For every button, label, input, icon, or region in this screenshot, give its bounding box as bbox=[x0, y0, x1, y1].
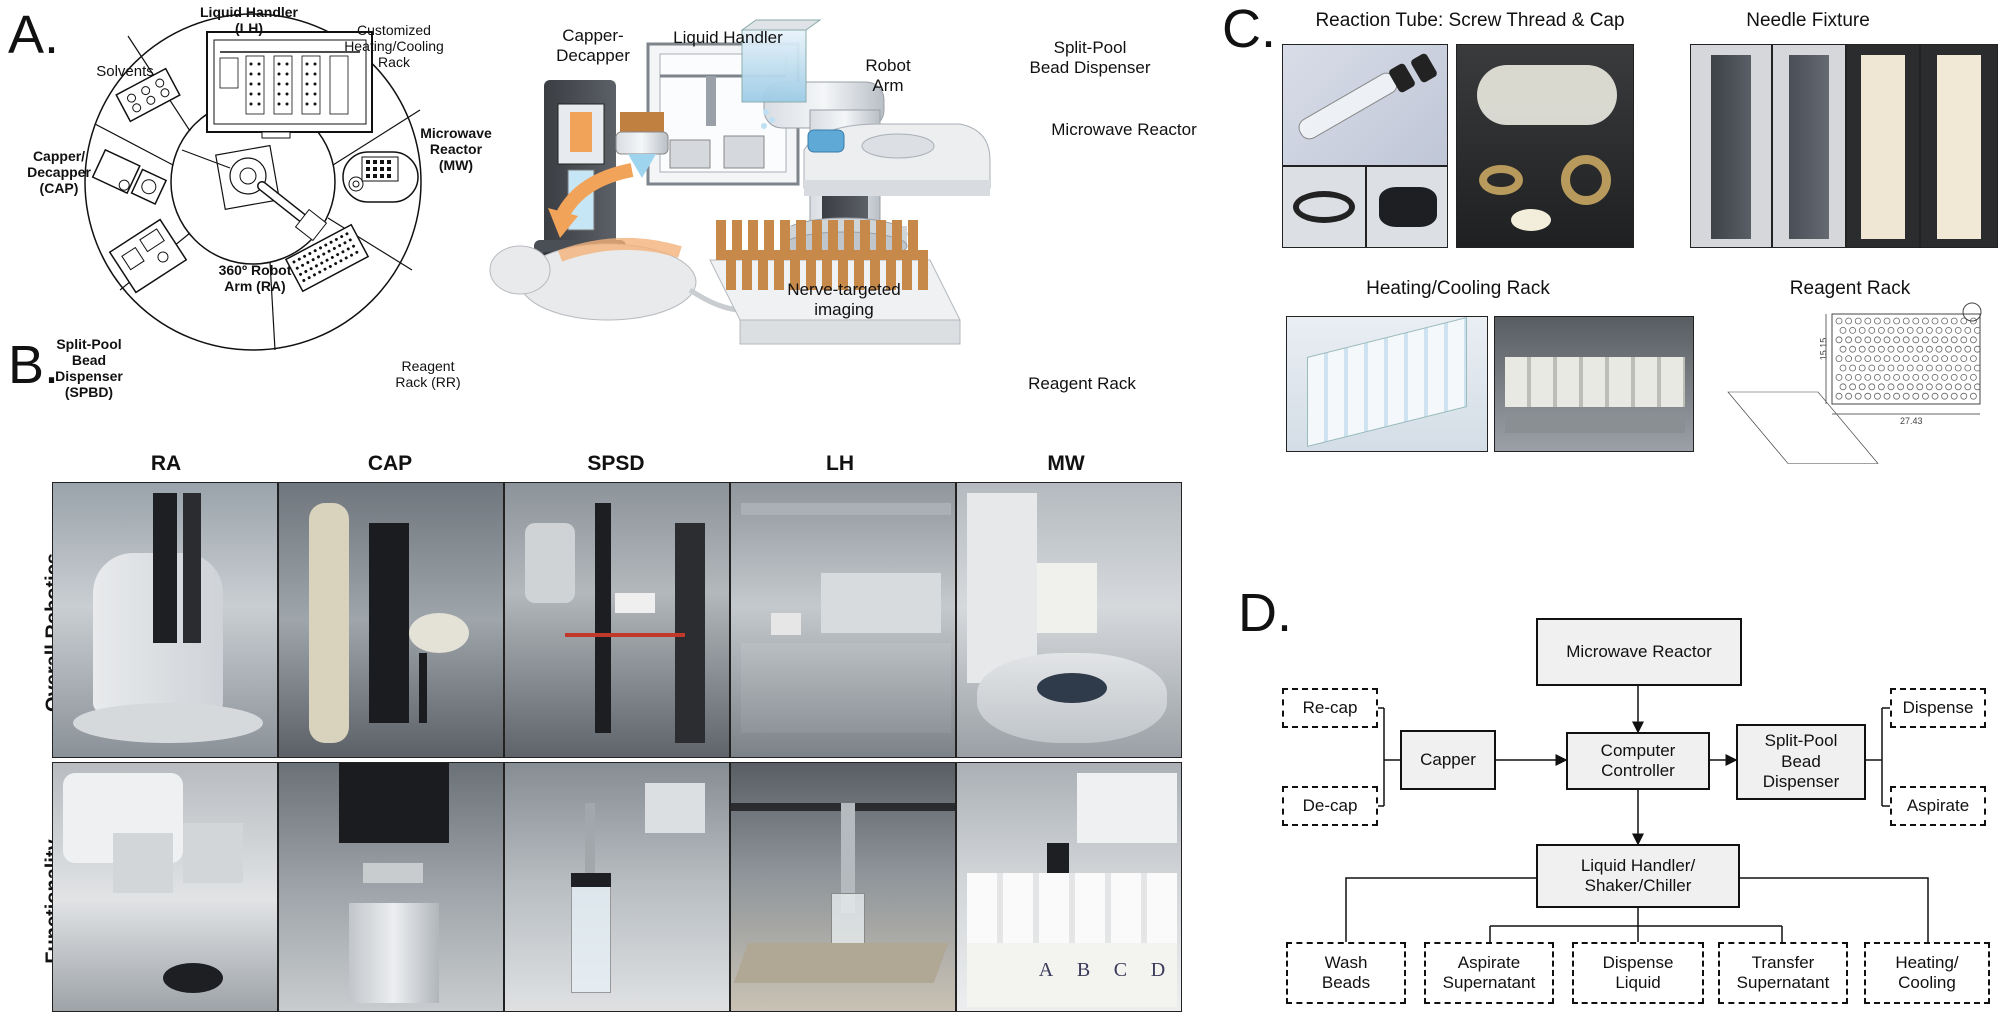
node-aspirate-supernatant: Aspirate Supernatant bbox=[1424, 942, 1554, 1004]
render-cap-ring bbox=[1282, 166, 1366, 248]
node-decap: De-cap bbox=[1282, 786, 1378, 826]
render-cap-thread bbox=[1366, 166, 1448, 248]
photo-needle-fixture-b bbox=[1920, 44, 1998, 248]
node-capper: Capper bbox=[1400, 730, 1496, 790]
title-heating-rack: Heating/Cooling Rack bbox=[1366, 278, 1550, 299]
node-liquid-handler: Liquid Handler/ Shaker/Chiller bbox=[1536, 844, 1740, 908]
node-aspirate: Aspirate bbox=[1890, 786, 1986, 826]
wheel-label-mw: Microwave Reactor (MW) bbox=[420, 125, 492, 174]
node-microwave-reactor: Microwave Reactor bbox=[1536, 618, 1742, 686]
photo-heating-rack bbox=[1494, 316, 1694, 452]
wheel-label-rr: Reagent Rack (RR) bbox=[395, 358, 461, 391]
panel-label-b: B. bbox=[8, 335, 60, 395]
illustration-label-reagent-rack: Reagent Rack bbox=[1028, 374, 1136, 393]
rack-letter-d: D bbox=[1150, 959, 1166, 981]
photo-reaction-tube bbox=[1456, 44, 1634, 248]
photo-cap-overall bbox=[278, 482, 504, 758]
illustration-label-bead-dispenser: Split-Pool Bead Dispenser bbox=[1029, 38, 1151, 77]
illustration-label-microwave: Microwave Reactor bbox=[1051, 120, 1197, 139]
rack-letter-c: C bbox=[1113, 959, 1128, 981]
photo-mw-overall bbox=[956, 482, 1182, 758]
photo-ra-functionality bbox=[52, 762, 278, 1012]
node-heating-cooling: Heating/ Cooling bbox=[1864, 942, 1990, 1004]
illustration-label-capper: Capper- Decapper bbox=[556, 26, 630, 65]
photo-ra-overall bbox=[52, 482, 278, 758]
wheel-label-lh: Liquid Handler (LH) bbox=[200, 4, 298, 37]
robot-layout-diagram bbox=[84, 13, 422, 351]
reagent-rack-drawing bbox=[1727, 302, 1982, 464]
dim-width: 27.43 bbox=[1900, 416, 1923, 426]
wheel-label-solvents: Solvents bbox=[96, 63, 154, 80]
column-header-ra: RA bbox=[150, 452, 182, 475]
rack-letter-b: B bbox=[1076, 959, 1091, 981]
column-header-lh: LH bbox=[826, 452, 854, 475]
node-bead-dispenser: Split-Pool Bead Dispenser bbox=[1736, 724, 1866, 800]
column-header-spsd: SPSD bbox=[587, 452, 645, 475]
node-dispense: Dispense bbox=[1890, 688, 1986, 728]
illustration-label-liquid-handler: Liquid Handler bbox=[673, 28, 783, 47]
node-transfer-supernatant: Transfer Supernatant bbox=[1718, 942, 1848, 1004]
illustration-label-imaging: Nerve-targeted imaging bbox=[787, 280, 901, 319]
panel-label-d: D. bbox=[1238, 583, 1292, 643]
wheel-label-ra: 360º Robot Arm (RA) bbox=[218, 262, 292, 295]
rack-letter-a: A bbox=[1038, 959, 1054, 981]
photo-needle-fixture-a bbox=[1846, 44, 1920, 248]
photo-spsd-overall bbox=[504, 482, 730, 758]
photo-spsd-functionality bbox=[504, 762, 730, 1012]
column-header-cap: CAP bbox=[367, 452, 413, 475]
node-wash-beads: Wash Beads bbox=[1286, 942, 1406, 1004]
photo-lh-overall bbox=[730, 482, 956, 758]
title-reaction-tube: Reaction Tube: Screw Thread & Cap bbox=[1315, 10, 1625, 31]
robotics-illustration bbox=[489, 19, 991, 345]
photo-lh-functionality bbox=[730, 762, 956, 1012]
render-heating-rack bbox=[1286, 316, 1488, 452]
render-needle-fixture-a bbox=[1690, 44, 1772, 248]
node-computer-controller: Computer Controller bbox=[1566, 732, 1710, 790]
title-reagent-rack: Reagent Rack bbox=[1789, 278, 1911, 299]
photo-mw-functionality: A B C D bbox=[956, 762, 1182, 1012]
column-header-mw: MW bbox=[1047, 452, 1085, 475]
photo-cap-functionality bbox=[278, 762, 504, 1012]
wheel-label-spbd: Split-Pool Bead Dispenser (SPBD) bbox=[55, 336, 123, 401]
render-needle-fixture-b bbox=[1772, 44, 1846, 248]
rack-letters: A B C D bbox=[1027, 959, 1177, 982]
render-reaction-tube bbox=[1282, 44, 1448, 166]
panel-label-c: C. bbox=[1222, 0, 1276, 59]
wheel-label-cap: Capper/ Decapper (CAP) bbox=[27, 148, 91, 197]
illustration-label-robot-arm: Robot Arm bbox=[865, 56, 911, 95]
node-recap: Re-cap bbox=[1282, 688, 1378, 728]
title-needle-fixture: Needle Fixture bbox=[1746, 10, 1870, 31]
node-dispense-liquid: Dispense Liquid bbox=[1572, 942, 1704, 1004]
panel-label-a: A. bbox=[8, 5, 60, 65]
wheel-label-heating-rack: Customized Heating/Cooling Rack bbox=[344, 22, 444, 71]
